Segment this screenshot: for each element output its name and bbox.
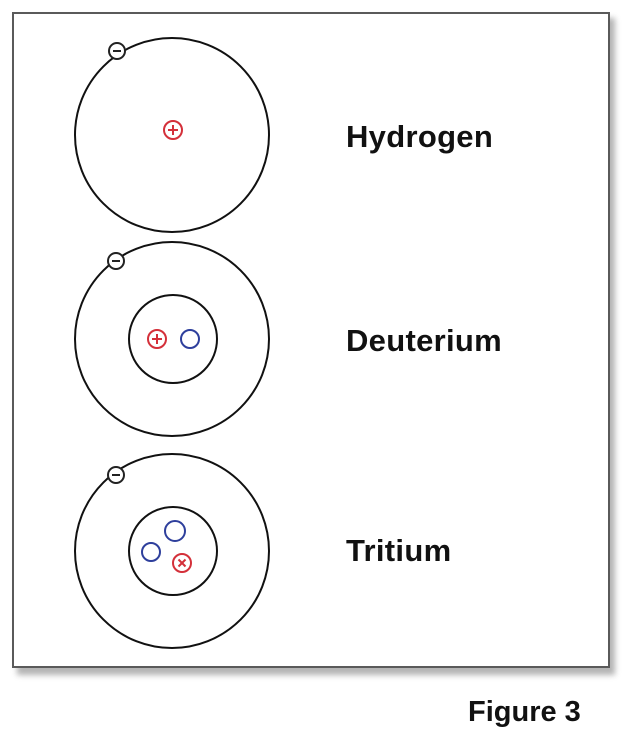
tritium-atom: [74, 453, 270, 649]
hydrogen-electron-orbit: [74, 37, 270, 233]
deuterium-proton-icon: [147, 329, 167, 349]
figure-caption: Figure 3: [468, 696, 581, 728]
deuterium-electron-orbit: [74, 241, 270, 437]
deuterium-label: Deuterium: [346, 323, 503, 358]
tritium-electron-orbit: [74, 453, 270, 649]
tritium-nucleus-boundary: [128, 506, 218, 596]
tritium-neutron-icon: [164, 520, 186, 542]
deuterium-atom: [74, 241, 270, 437]
tritium-proton-icon: [172, 553, 192, 573]
hydrogen-proton-icon: [163, 120, 183, 140]
figure-frame: [12, 12, 610, 668]
deuterium-nucleus-boundary: [128, 294, 218, 384]
hydrogen-atom: [74, 37, 270, 233]
tritium-label: Tritium: [346, 533, 452, 568]
tritium-electron-icon: [107, 466, 125, 484]
tritium-neutron-icon: [141, 542, 161, 562]
deuterium-neutron-icon: [180, 329, 200, 349]
hydrogen-label: Hydrogen: [346, 119, 494, 154]
deuterium-electron-icon: [107, 252, 125, 270]
hydrogen-electron-icon: [108, 42, 126, 60]
